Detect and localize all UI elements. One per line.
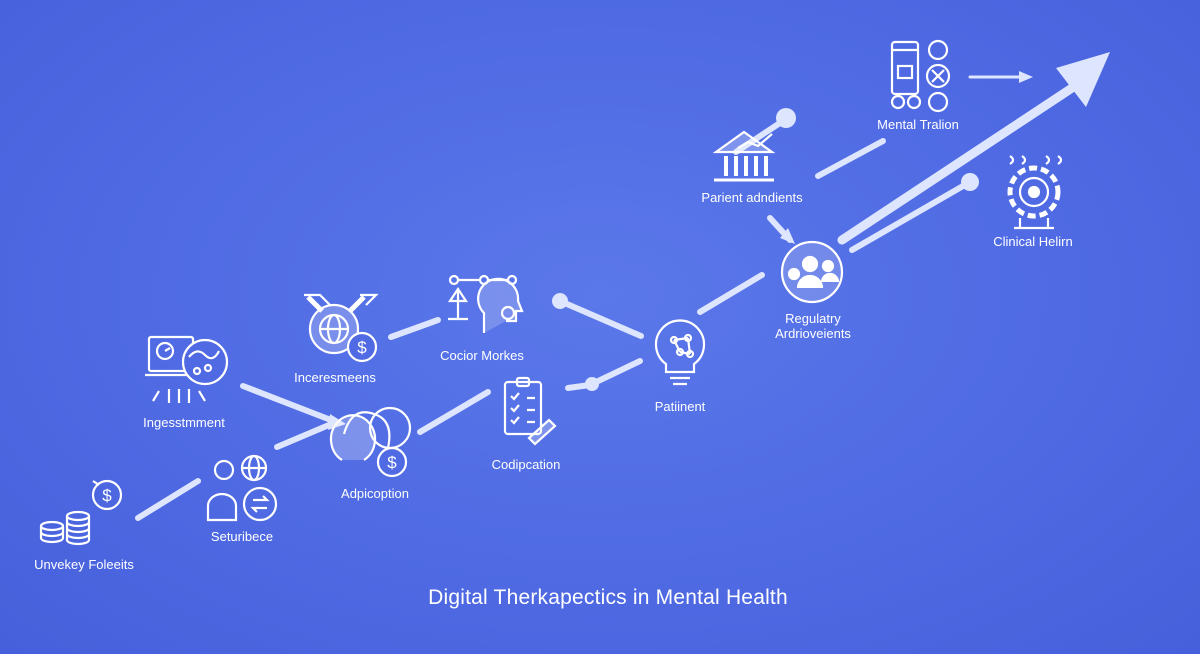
connector-line: [815, 138, 886, 179]
connector-line: [388, 317, 441, 340]
connectors: [135, 75, 1077, 521]
node-label-codipcation: Codipcation: [491, 457, 561, 472]
main-growth-arrow-shaft: [837, 83, 1077, 245]
node-label-cocior-morkes: Cocior Morkes: [440, 348, 524, 363]
connector-line: [733, 116, 789, 155]
connector-line: [589, 358, 643, 387]
node-label-ingesstmment: Ingesstmment: [143, 415, 225, 430]
person-globe-exchange-icon: [206, 454, 278, 522]
connector-line: [417, 389, 491, 435]
lightbulb-network-icon: [654, 319, 706, 386]
node-label-mental-tralion: Mental Tralion: [877, 117, 959, 132]
heads-dollar-icon: $: [329, 406, 412, 478]
bank-growth-chart-icon: [712, 130, 776, 182]
monitor-analytics-icon: [145, 335, 229, 403]
top-arrowhead: [1019, 71, 1033, 83]
clipboard-checklist-icon: [503, 376, 557, 446]
connector-dot: [585, 377, 599, 391]
connector-line: [240, 383, 339, 425]
coin-stack-dollar-icon: $: [39, 479, 123, 546]
node-label-regulatry-ardrioveients: Regulatry Ardrioveients: [775, 311, 851, 341]
node-label-adpicoption: Adpicoption: [341, 486, 409, 501]
globe-dollar-badge-icon: $: [304, 293, 379, 363]
node-label-clinical-helirn: Clinical Helirn: [993, 234, 1073, 249]
main-growth-arrowhead: [1056, 52, 1110, 107]
svg-text:$: $: [357, 338, 367, 357]
node-label-patiinent: Patiinent: [654, 399, 706, 414]
node-label-inceresmeens: Inceresmeens: [294, 370, 376, 385]
connector-dot: [776, 108, 796, 128]
node-label-seturibece: Seturibece: [210, 529, 274, 544]
connector-line: [274, 419, 339, 450]
diagram-title: Digital Therkapectics in Mental Health: [428, 586, 788, 609]
svg-text:$: $: [102, 486, 112, 505]
node-label-parient-adndients: Parient adndients: [701, 190, 803, 205]
connector-dot: [961, 173, 979, 191]
connector-line: [849, 179, 973, 253]
brain-gear-icon: [1007, 155, 1063, 230]
device-toolkit-icon: [890, 39, 951, 113]
connector-line: [135, 478, 201, 521]
scale-head-network-icon: [447, 274, 524, 333]
connector-line: [557, 298, 644, 339]
connector-dot: [552, 293, 568, 309]
small-arrowhead: [780, 228, 795, 244]
globe-people-icon: [780, 240, 844, 304]
node-label-unvekey-foleeits: Unvekey Foleeits: [34, 557, 134, 572]
svg-text:$: $: [387, 453, 397, 472]
connector-line: [697, 272, 765, 315]
